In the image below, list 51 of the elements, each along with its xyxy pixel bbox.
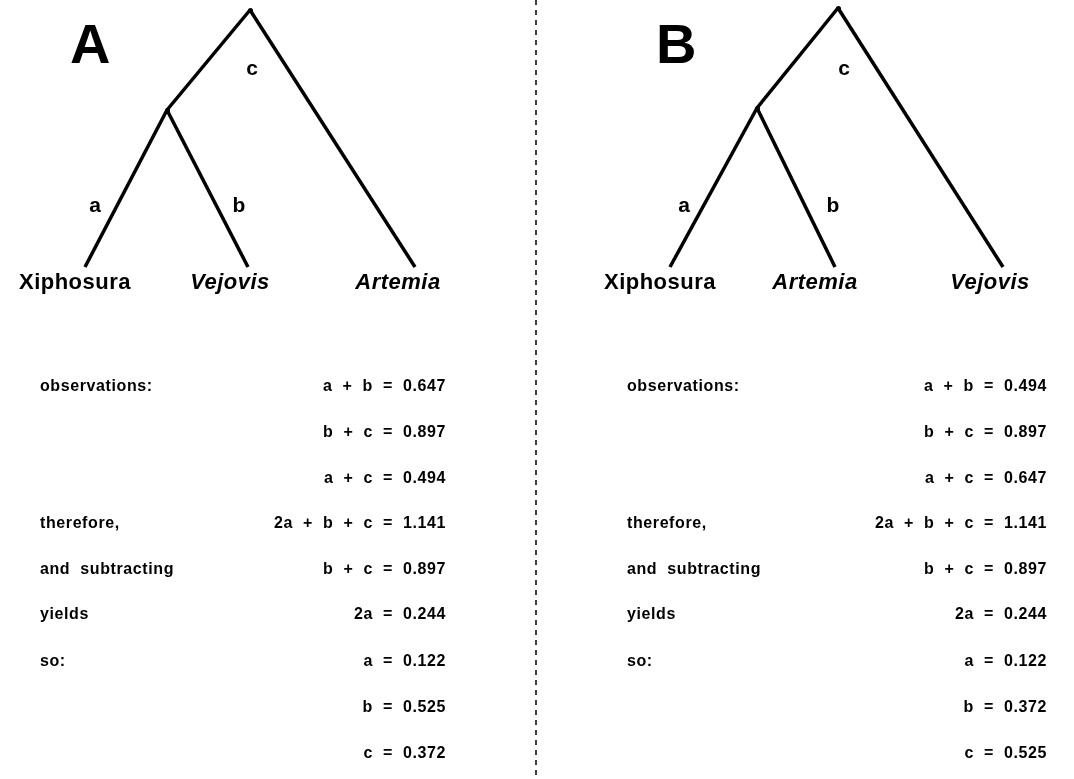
equation-text: b + c = 0.897 — [323, 422, 446, 442]
step-label: therefore, — [627, 513, 707, 533]
panel-letter: A — [70, 14, 111, 74]
equation-text: b = 0.372 — [963, 697, 1047, 717]
equation-text: a + c = 0.494 — [323, 468, 446, 488]
equation-text: 2a = 0.244 — [353, 604, 446, 624]
taxon-label: Artemia — [323, 267, 473, 297]
branch-label: b — [826, 193, 840, 217]
equation-text: a + b = 0.647 — [323, 376, 446, 396]
equation-text: b + c = 0.897 — [323, 559, 446, 579]
step-label: so: — [40, 651, 66, 671]
tree-branch — [248, 9, 417, 268]
branch-label: a — [678, 193, 690, 217]
tree-branch — [836, 7, 1005, 268]
equation-text: c = 0.525 — [964, 743, 1047, 763]
step-label: yields — [627, 604, 676, 624]
equation-text: 2a = 0.244 — [954, 604, 1047, 624]
tree-branch — [83, 109, 169, 268]
branch-label: c — [838, 56, 850, 80]
step-label: so: — [627, 651, 653, 671]
equation-text: 2a + b + c = 1.141 — [274, 513, 446, 533]
step-label: observations: — [40, 376, 153, 396]
equation-text: b = 0.525 — [362, 697, 446, 717]
equation-text: a + b = 0.494 — [924, 376, 1047, 396]
equation-text: a = 0.122 — [363, 651, 446, 671]
taxon-label: Artemia — [740, 267, 890, 297]
taxon-label: Vejovis — [155, 267, 305, 297]
taxon-label: Vejovis — [915, 267, 1065, 297]
step-label: yields — [40, 604, 89, 624]
tree-branch — [668, 107, 759, 268]
panel-letter: B — [656, 14, 697, 74]
step-label: and subtracting — [627, 559, 761, 579]
branch-label: a — [89, 193, 101, 217]
taxon-label: Xiphosura — [585, 267, 735, 297]
branch-node — [754, 105, 760, 111]
equation-text: c = 0.372 — [363, 743, 446, 763]
branch-label: c — [246, 56, 258, 80]
step-label: and subtracting — [40, 559, 174, 579]
equation-text: b + c = 0.897 — [924, 422, 1047, 442]
equation-text: a = 0.122 — [964, 651, 1047, 671]
step-label: observations: — [627, 376, 740, 396]
branch-node — [835, 5, 841, 11]
taxon-label: Xiphosura — [0, 267, 150, 297]
equation-text: a + c = 0.647 — [924, 468, 1047, 488]
branch-label: b — [232, 193, 246, 217]
branch-node — [247, 7, 253, 13]
branch-node — [164, 107, 170, 113]
equation-text: 2a + b + c = 1.141 — [875, 513, 1047, 533]
tree-branch — [165, 8, 252, 112]
equation-text: b + c = 0.897 — [924, 559, 1047, 579]
step-label: therefore, — [40, 513, 120, 533]
